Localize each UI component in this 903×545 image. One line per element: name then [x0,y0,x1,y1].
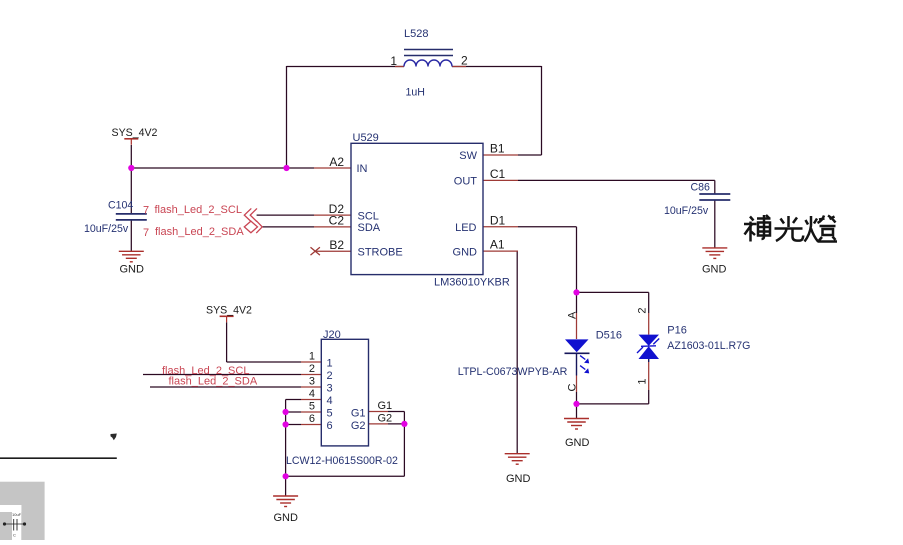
svg-text:GND: GND [702,263,727,275]
svg-text:D1: D1 [490,214,506,228]
svg-text:G1: G1 [351,407,366,419]
svg-text:flash_Led_2_SDA: flash_Led_2_SDA [155,226,244,238]
svg-text:GND: GND [453,246,478,258]
svg-text:SYS_4V2: SYS_4V2 [112,127,158,139]
svg-text:LTPL-C0673WPYB-AR: LTPL-C0673WPYB-AR [458,366,568,378]
svg-text:G2: G2 [351,420,366,432]
svg-text:C2: C2 [329,214,345,228]
svg-text:C: C [567,384,579,392]
svg-text:1: 1 [390,54,397,68]
svg-text:flash_Led_2_SCL: flash_Led_2_SCL [162,365,249,377]
svg-text:SYS_4V2: SYS_4V2 [206,305,252,317]
svg-text:D516: D516 [596,329,622,341]
svg-text:10uF/25v: 10uF/25v [84,223,129,235]
svg-text:B1: B1 [490,142,505,156]
svg-text:L528: L528 [404,28,428,40]
svg-text:1uH: 1uH [406,87,425,99]
svg-text:4: 4 [327,395,333,407]
svg-text:1: 1 [327,357,333,369]
svg-text:6: 6 [327,420,333,432]
svg-text:J20: J20 [323,329,341,341]
svg-text:GND: GND [506,473,531,485]
svg-text:5: 5 [327,407,333,419]
svg-text:2: 2 [636,307,648,313]
svg-text:AZ1603-01L.R7G: AZ1603-01L.R7G [667,340,750,352]
svg-text:2: 2 [309,363,315,375]
svg-text:6: 6 [309,413,315,425]
svg-text:LM36010YKBR: LM36010YKBR [434,277,510,289]
svg-text:3: 3 [309,375,315,387]
svg-text:GND: GND [565,437,590,449]
svg-text:C104: C104 [108,199,133,211]
svg-text:flash_Led_2_SDA: flash_Led_2_SDA [169,375,258,387]
svg-text:LCW12-H0615S00R-02: LCW12-H0615S00R-02 [286,455,398,467]
svg-text:D2: D2 [329,202,345,216]
svg-text:3: 3 [327,382,333,394]
svg-text:STROBE: STROBE [358,246,403,258]
svg-text:C: C [13,533,16,538]
svg-text:2: 2 [327,370,333,382]
svg-text:4: 4 [309,388,315,400]
svg-text:SDA: SDA [358,222,381,234]
svg-text:LED: LED [455,222,476,234]
svg-text:C1: C1 [490,167,506,181]
svg-text:7: 7 [143,227,149,239]
svg-text:SW: SW [459,150,477,162]
svg-text:SCL: SCL [358,210,379,222]
svg-text:7: 7 [143,205,149,217]
svg-text:GND: GND [120,264,145,276]
svg-text:1: 1 [309,350,315,362]
svg-text:B2: B2 [329,238,344,252]
svg-text:A1: A1 [490,237,505,251]
svg-text:G1: G1 [378,400,393,412]
svg-text:A: A [567,311,579,319]
svg-text:5: 5 [309,400,315,412]
svg-text:GND: GND [274,512,299,524]
svg-text:A2: A2 [329,155,344,169]
svg-text:C86: C86 [691,182,711,194]
svg-text:1: 1 [636,378,648,384]
svg-text:2: 2 [461,54,468,68]
svg-text:OUT: OUT [454,176,478,188]
svg-text:flash_Led_2_SCL: flash_Led_2_SCL [155,204,242,216]
svg-text:U529: U529 [353,132,379,144]
svg-text:10uF/25v: 10uF/25v [664,205,709,217]
svg-text:G2: G2 [378,412,393,424]
svg-text:10uF: 10uF [12,512,22,517]
svg-text:IN: IN [357,163,368,175]
svg-text:P16: P16 [667,325,687,337]
